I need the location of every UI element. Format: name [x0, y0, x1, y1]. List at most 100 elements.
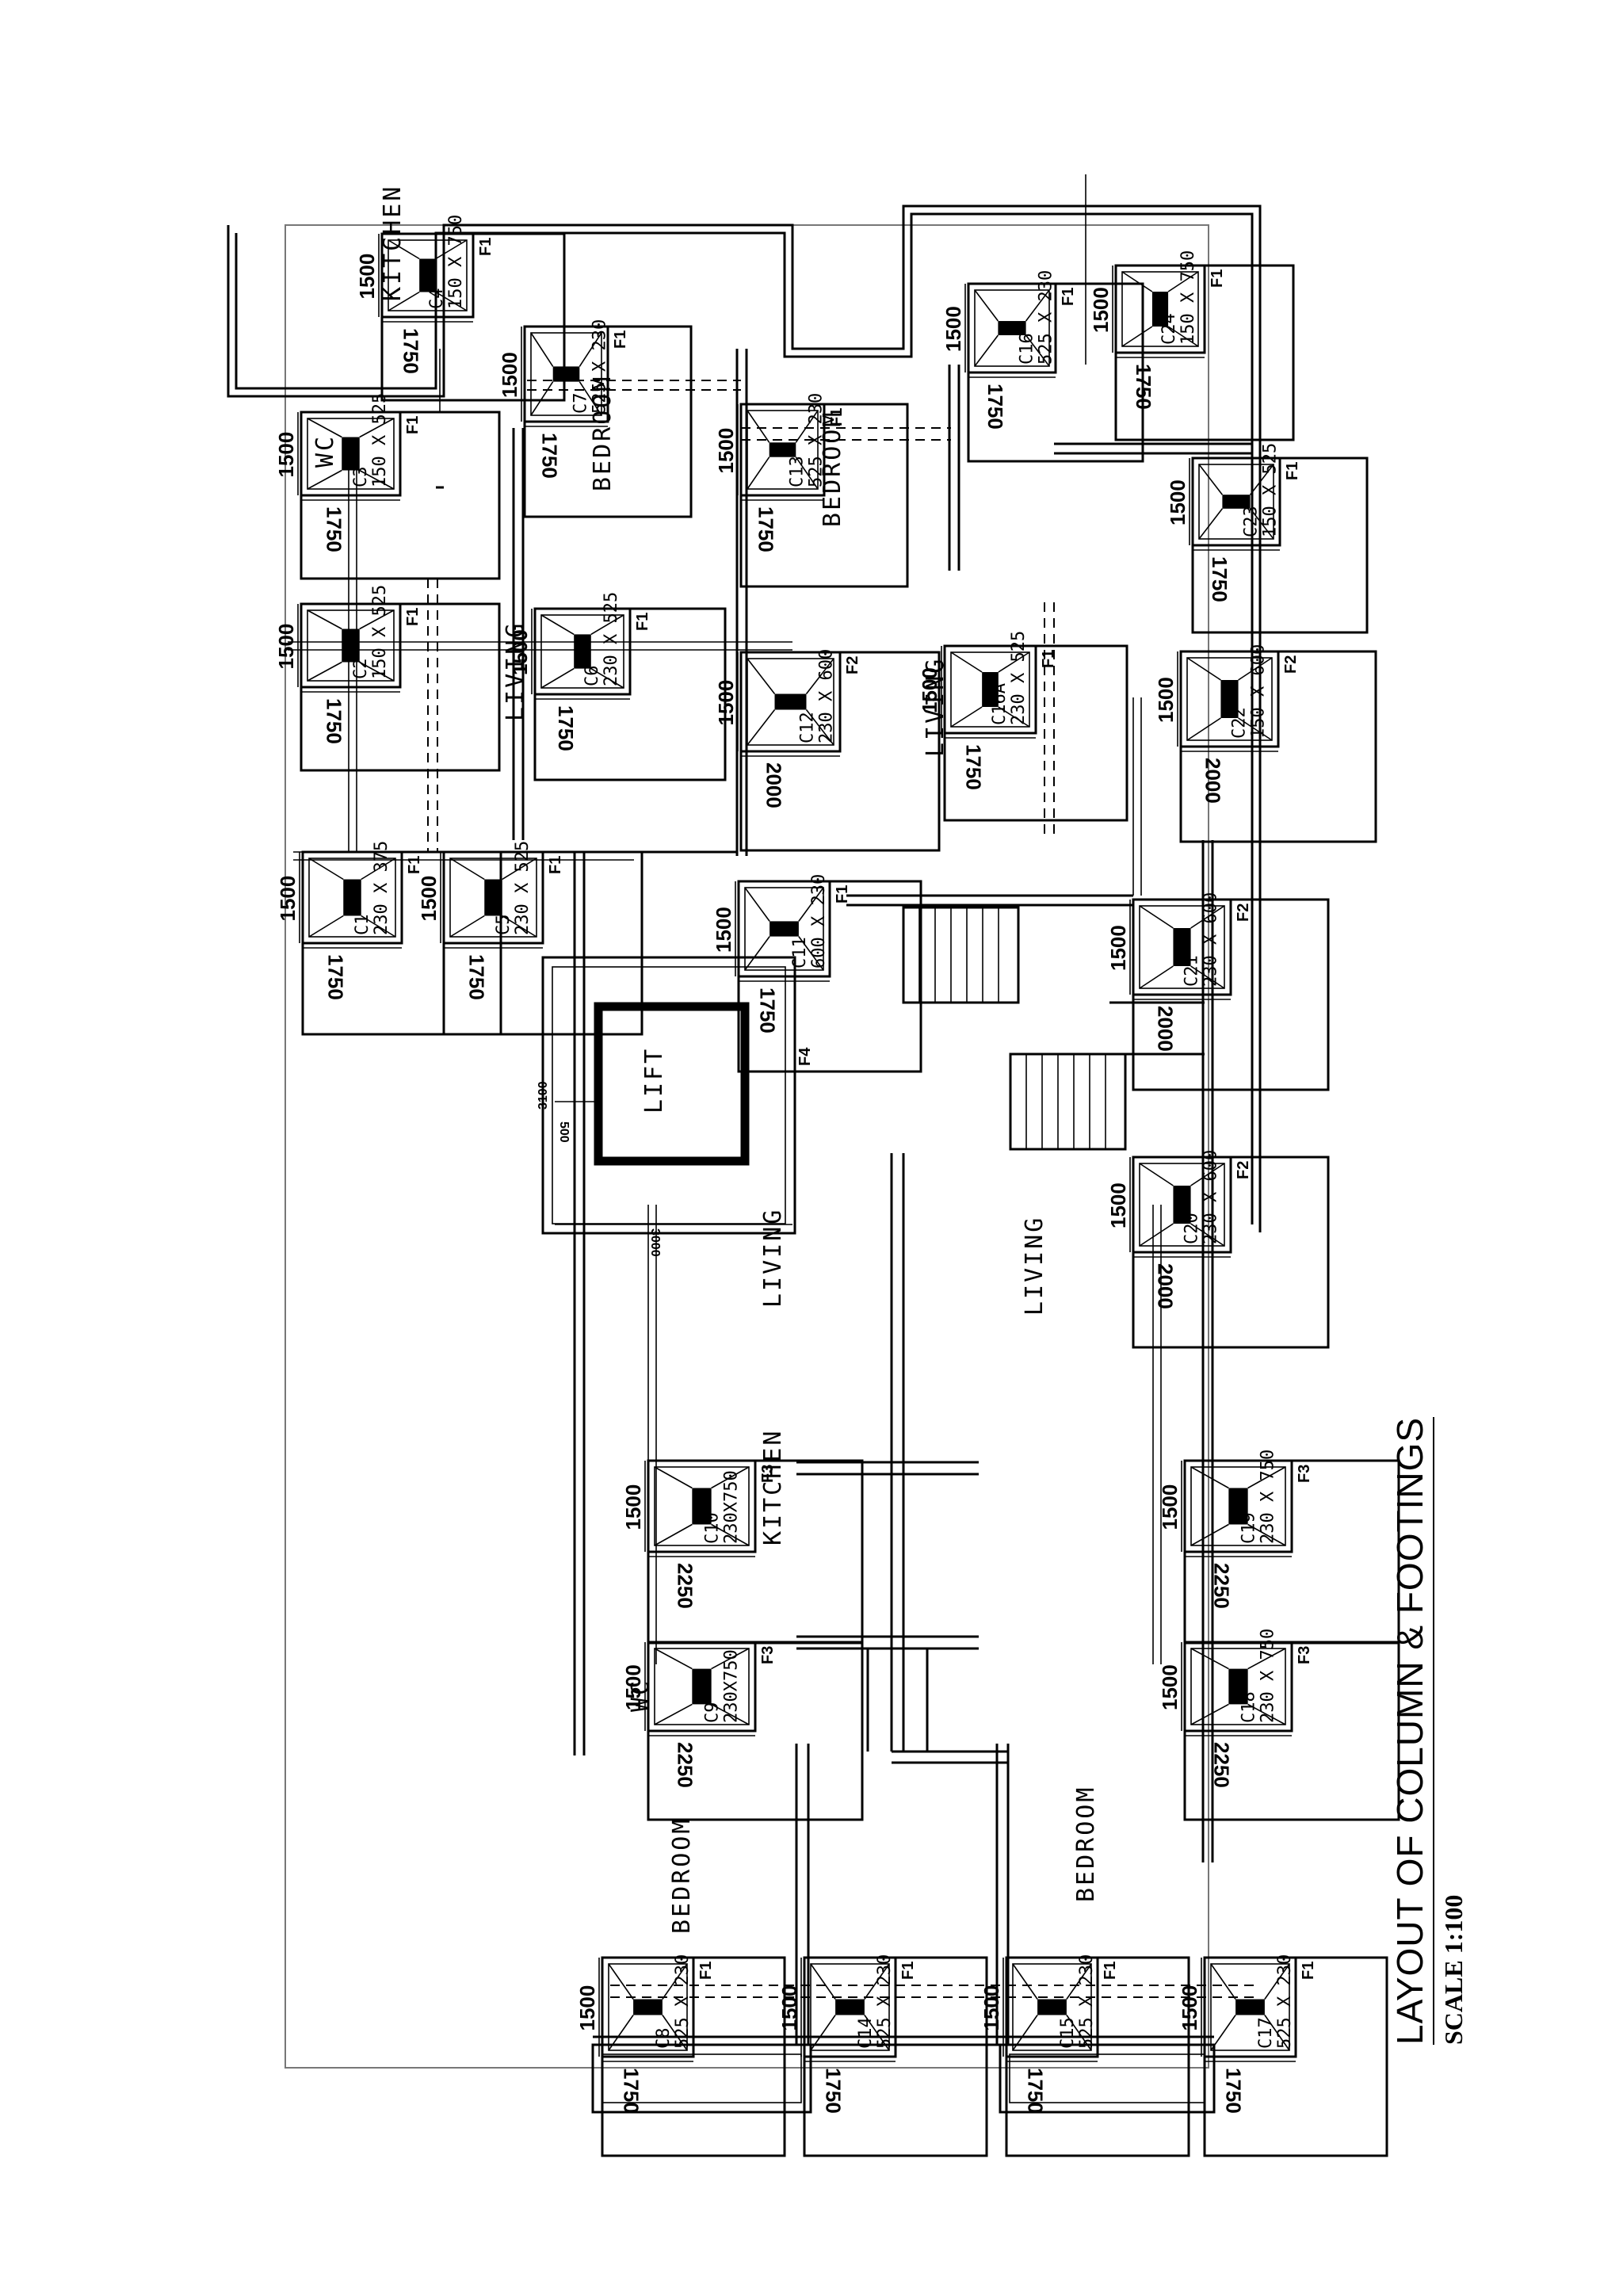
footing-type: F1	[697, 1962, 715, 1980]
column-c23	[1222, 495, 1251, 509]
lift-dim-a: 3100	[537, 1081, 550, 1110]
column-id: C21	[1182, 955, 1202, 987]
footing-width-dim: 1500	[508, 629, 532, 675]
footing-width-dim: 1500	[714, 428, 738, 474]
column-id: C3	[351, 467, 371, 488]
column-c10	[692, 1488, 712, 1525]
footing-length-dim: 1750	[465, 954, 489, 1000]
column-id: C12	[798, 712, 818, 743]
footing-width-dim: 1500	[777, 1985, 801, 2031]
column-c19	[1228, 1488, 1248, 1525]
column-size: 525 X 230	[590, 319, 609, 414]
footing-length-dim: 2250	[674, 1563, 697, 1609]
footing-type: F3	[1296, 1465, 1313, 1483]
column-id: C16	[1018, 333, 1037, 365]
footing-type: F1	[1300, 1962, 1317, 1980]
column-c14	[835, 1999, 865, 2015]
column-id: C7	[571, 393, 590, 415]
column-c21	[1173, 928, 1191, 966]
lift-core	[541, 956, 796, 1235]
column-size: 230X750	[722, 1649, 742, 1723]
footing-type: F1	[406, 856, 423, 874]
column-id: C15	[1058, 2017, 1078, 2049]
footing-length-dim: 1750	[1132, 364, 1155, 410]
footing-width-dim: 1500	[498, 352, 521, 398]
room-label-living: LIVING	[922, 657, 949, 757]
footing-width-dim: 1500	[575, 1985, 599, 2031]
footing-width-dim: 1500	[1178, 1985, 1201, 2031]
column-c20	[1173, 1186, 1191, 1224]
column-size: 525 X 230	[1037, 270, 1056, 365]
column-c8	[633, 1999, 663, 2015]
column-id: C23	[1242, 506, 1262, 537]
lift-dim-b: 3000	[648, 1228, 662, 1257]
column-id: C13	[787, 456, 807, 487]
footing-type: F2	[1235, 1161, 1252, 1179]
footing-width-dim: 1500	[1154, 677, 1178, 723]
column-id: C22	[1230, 707, 1250, 739]
building-walls	[227, 204, 1262, 2114]
column-c15	[1037, 1999, 1067, 2015]
title-underline	[1433, 1416, 1434, 2045]
column-size: 150 X 750	[1178, 250, 1198, 345]
column-size: 230X750	[722, 1470, 742, 1544]
footing-length-dim: 1750	[1208, 556, 1232, 602]
column-id: C19	[1239, 1512, 1259, 1544]
footing-length-dim: 1750	[822, 2068, 846, 2114]
column-id: C18	[1239, 1691, 1259, 1723]
footing-width-dim: 1500	[417, 876, 441, 922]
column-c13	[769, 442, 796, 457]
footing-type: F1	[828, 408, 846, 426]
footing-length-dim: 1750	[1222, 2068, 1246, 2114]
footing-type: F1	[834, 885, 851, 904]
footing-type: F1	[634, 613, 651, 631]
column-c2	[342, 628, 360, 663]
room-label-bedroom: BEDROOM	[1072, 1786, 1100, 1902]
footing-width-dim: 1500	[714, 680, 738, 726]
footing-type: F2	[1282, 655, 1300, 674]
column-size: 600 X 230	[809, 874, 829, 968]
column-size: 150 X 600	[1249, 644, 1269, 739]
footing-length-dim: 1750	[962, 744, 986, 790]
column-size: 230 X 525	[601, 592, 621, 686]
room-label-kitchen: KITCHEN	[759, 1429, 787, 1545]
lift-label: LIFT	[640, 1047, 668, 1114]
drawing-scale: SCALE 1:100	[1439, 1894, 1468, 2045]
column-id: C10	[703, 1512, 723, 1544]
room-label-wc: WC	[627, 1679, 655, 1712]
column-id: C16A	[990, 683, 1010, 725]
footing-width-dim: 1500	[712, 907, 735, 953]
column-id: C2	[351, 659, 371, 680]
footing-type: F1	[547, 856, 564, 874]
footing-type: F1	[404, 416, 422, 434]
footing-type: F1	[899, 1962, 917, 1980]
column-size: 150 X 750	[446, 215, 466, 309]
footing-width-dim: 1500	[941, 306, 965, 352]
column-c22	[1220, 680, 1239, 718]
column-size: 525 X 230	[806, 393, 826, 487]
room-label-living: LIVING	[502, 621, 529, 721]
footing-type: F2	[1235, 904, 1252, 922]
footing-type: F1	[477, 238, 495, 256]
footing-width-dim: 1500	[1166, 479, 1190, 525]
column-c18	[1228, 1668, 1248, 1705]
footing-length-dim: 1750	[756, 988, 780, 1033]
footing-length-dim: 1750	[399, 328, 423, 374]
column-id: C6	[582, 666, 602, 687]
footing-length-dim: 1750	[323, 698, 346, 744]
column-c3	[342, 437, 360, 471]
footing-type: F1	[1209, 269, 1226, 288]
footing-width-dim: 1500	[918, 667, 941, 713]
footing-type: F1	[1102, 1962, 1119, 1980]
column-c12	[774, 693, 807, 710]
column-c9	[692, 1668, 712, 1705]
